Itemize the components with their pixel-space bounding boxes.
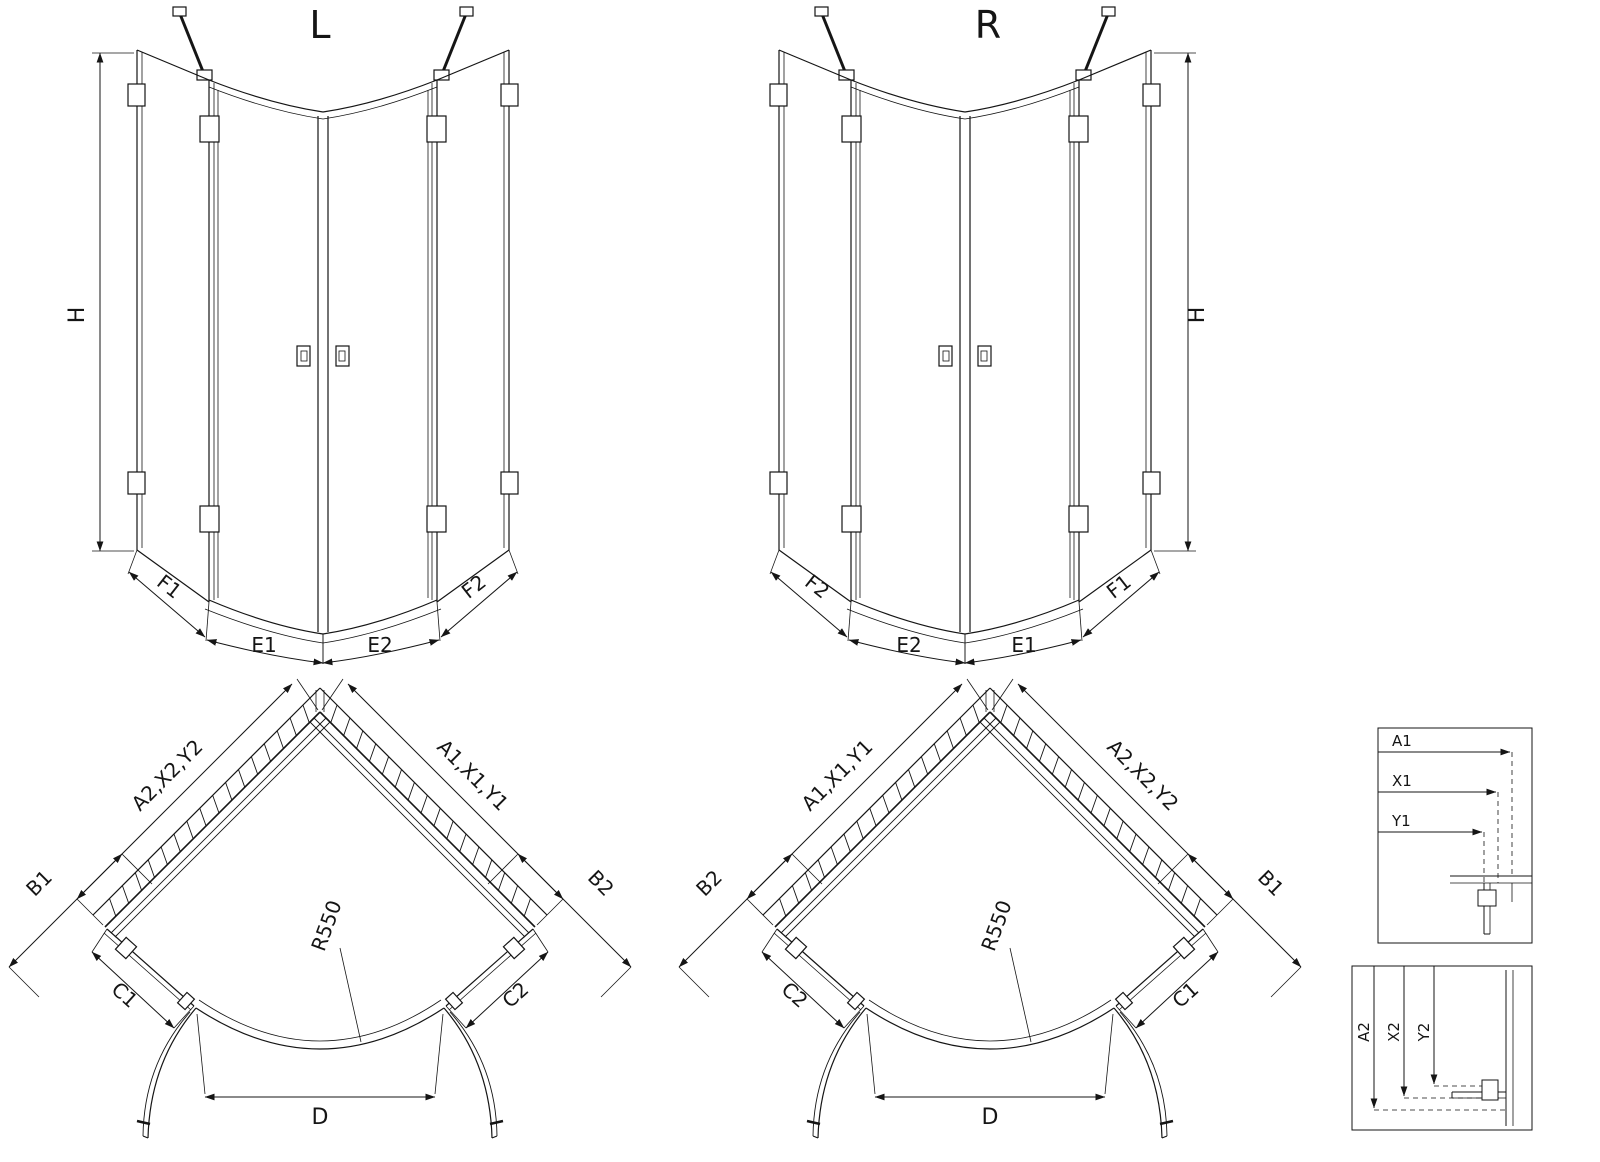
elevation-right-title: R — [975, 3, 1001, 47]
detail-label-a2: A2 — [1355, 1022, 1373, 1042]
dim-label-wall-left: A1,X1,Y1 — [797, 735, 878, 816]
detail-label-y1: Y1 — [1391, 812, 1411, 830]
detail-box-vertical: A2 X2 Y2 — [1351, 965, 1533, 1131]
dim-label-c2: C2 — [777, 977, 813, 1013]
dim-label-e2: E2 — [896, 633, 921, 657]
detail-box-horizontal: A1 X1 Y1 — [1377, 727, 1533, 944]
plan-right: A1,X1,Y1 A2,X2,Y2 B2 B1 C2 C1 R550 D — [679, 679, 1301, 1138]
dim-label-e2: E2 — [367, 633, 392, 657]
elevation-left-title: L — [309, 3, 330, 47]
detail-label-y2: Y2 — [1415, 1023, 1433, 1043]
dim-label-b1: B1 — [21, 865, 57, 901]
dim-label-c1: C1 — [107, 977, 143, 1013]
dim-label-d: D — [982, 1105, 999, 1130]
elevation-left: L H F1 E1 E2 F2 — [65, 3, 518, 664]
dim-label-c1: C1 — [1167, 977, 1203, 1013]
height-dimension-label: H — [1185, 307, 1210, 324]
dim-label-wall-right: A2,X2,Y2 — [1102, 735, 1183, 816]
radius-label: R550 — [306, 897, 346, 954]
dim-label-b1: B1 — [1253, 865, 1289, 901]
dim-label-wall-right: A1,X1,Y1 — [432, 735, 513, 816]
detail-label-x2: X2 — [1385, 1022, 1403, 1042]
dim-label-d: D — [312, 1105, 329, 1130]
dim-label-c2: C2 — [497, 977, 533, 1013]
dim-label-b2: B2 — [691, 865, 727, 901]
dim-label-f1: F1 — [152, 570, 186, 604]
dim-label-f1: F1 — [1102, 570, 1136, 604]
dim-label-e1: E1 — [251, 633, 276, 657]
detail-label-x1: X1 — [1392, 772, 1412, 790]
height-dimension-label: H — [65, 307, 90, 324]
plan-left: A2,X2,Y2 A1,X1,Y1 B1 B2 C1 C2 R550 D — [9, 679, 631, 1138]
elevation-right: R H F2 E2 E1 F1 — [770, 3, 1210, 664]
detail-label-a1: A1 — [1392, 732, 1412, 750]
dim-label-e1: E1 — [1011, 633, 1036, 657]
dim-label-wall-left: A2,X2,Y2 — [127, 735, 208, 816]
dim-label-b2: B2 — [583, 865, 619, 901]
radius-label: R550 — [976, 897, 1016, 954]
dim-label-f2: F2 — [800, 570, 834, 604]
